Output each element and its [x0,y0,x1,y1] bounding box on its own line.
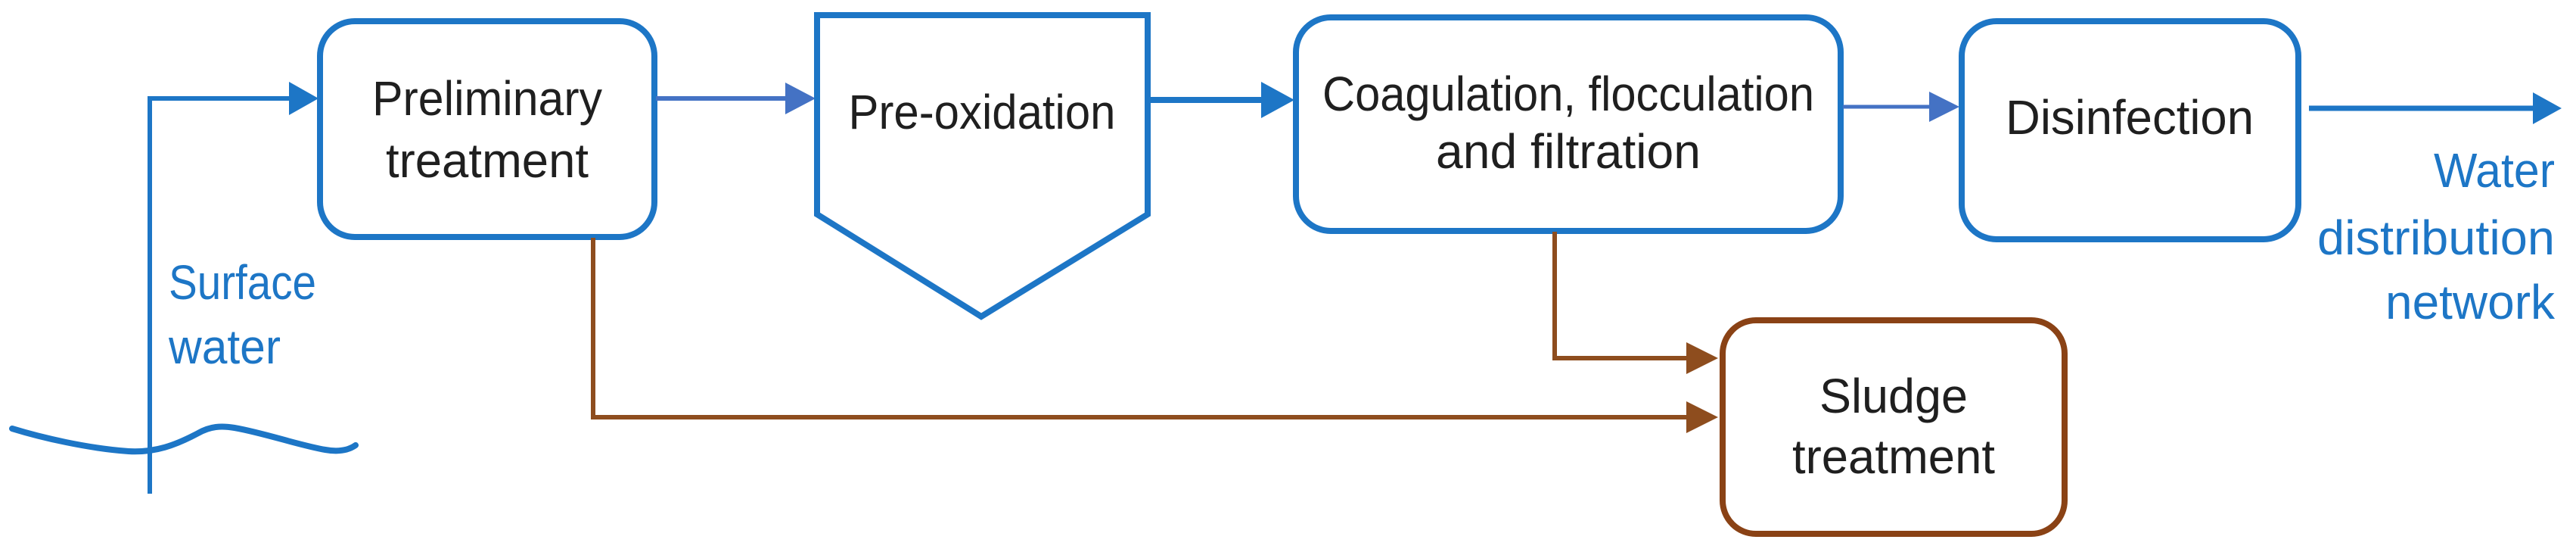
preliminary-treatment-label-line-2: treatment [386,133,589,188]
source-group: Surface water [9,82,359,494]
output-label-group: Water distribution network [2317,143,2556,329]
edge-preliminary-to-sludge [591,238,1718,433]
pre-oxidation-vessel [814,12,1151,320]
edge-preliminary-to-preoxidation [656,83,816,114]
arrowhead-into-preliminary-icon [289,82,319,115]
coagulation-label-line-2: and filtration [1436,124,1701,179]
node-coagulation-flocculation-filtration: Coagulation, flocculation and filtration [1293,14,1844,234]
preliminary-treatment-label-line-1: Preliminary [372,71,602,126]
arrowhead-into-sludge-upper-icon [1686,342,1718,374]
edge-line [1552,232,1687,360]
sludge-treatment-box [1720,317,2068,537]
preliminary-treatment-box [317,18,657,240]
sludge-treatment-label-line-1: Sludge [1819,369,1968,423]
coagulation-box [1293,14,1844,234]
node-disinfection: Disinfection [1959,18,2301,242]
arrowhead-into-coagulation-icon [1261,82,1294,118]
arrowhead-to-network-icon [2533,92,2562,124]
node-preliminary-treatment: Preliminary treatment [317,18,657,240]
edge-coagulation-to-sludge [1552,232,1718,374]
edge-preoxidation-to-coagulation [1151,82,1294,118]
distribution-network-label-line-2: distribution [2317,211,2555,265]
water-wave-icon [9,423,359,455]
surface-water-label-line-2: water [168,320,281,374]
arrowhead-into-preoxidation-icon [785,83,816,114]
surface-water-label-line-1: Surface [169,255,316,310]
disinfection-box [1959,18,2301,242]
sludge-treatment-label-line-2: treatment [1792,429,1995,484]
node-sludge-treatment: Sludge treatment [1720,317,2068,537]
distribution-network-label-line-1: Water [2434,143,2555,198]
node-pre-oxidation: Pre-oxidation [814,12,1151,320]
source-elbow-line [148,96,291,494]
coagulation-label-line-1: Coagulation, flocculation [1322,67,1814,121]
arrowhead-into-disinfection-icon [1929,92,1959,122]
pre-oxidation-label: Pre-oxidation [849,85,1116,139]
disinfection-label: Disinfection [2006,90,2254,145]
arrowhead-into-sludge-lower-icon [1686,401,1718,433]
edge-line [591,238,1687,419]
edge-coagulation-to-disinfection [1843,92,1959,122]
edge-disinfection-to-network [2309,92,2562,124]
distribution-network-label-line-3: network [2385,275,2556,329]
